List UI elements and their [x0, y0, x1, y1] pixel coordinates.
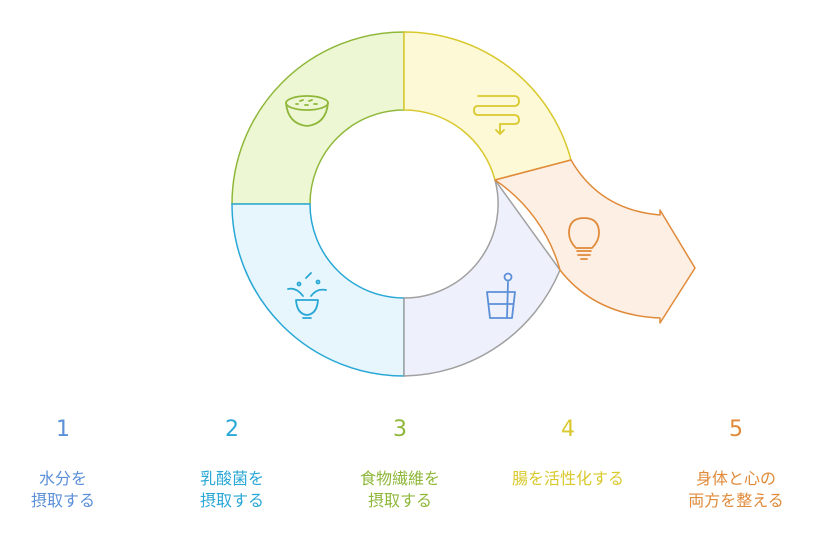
- step-3: 3 食物繊維を 摂取する: [325, 412, 475, 512]
- step-4-label: 腸を活性化する: [511, 469, 624, 488]
- lightbulb-icon: [568, 217, 600, 260]
- step-1-label: 水分を 摂取する: [30, 469, 95, 510]
- step-5-number: 5: [729, 417, 743, 442]
- segment-orange-arrow: [494, 159, 696, 324]
- segment-gray: [403, 179, 561, 377]
- step-5-label: 身体と心の 両方を整える: [688, 469, 784, 510]
- step-3-label: 食物繊維を 摂取する: [359, 469, 440, 510]
- step-2-label: 乳酸菌を 摂取する: [199, 469, 264, 510]
- step-1-number: 1: [56, 417, 70, 442]
- step-3-number: 3: [393, 417, 407, 442]
- step-2-number: 2: [225, 417, 239, 442]
- water-glass-icon: [486, 272, 516, 319]
- step-1: 1 水分を 摂取する: [0, 412, 138, 512]
- rice-bowl-icon: [285, 95, 329, 127]
- step-4-number: 4: [561, 417, 575, 442]
- segment-green: [231, 31, 405, 205]
- yogurt-bowl-icon: [287, 272, 327, 319]
- step-5: 5 身体と心の 両方を整える: [661, 412, 811, 512]
- intestine-icon: [473, 95, 520, 135]
- step-2: 2 乳酸菌を 摂取する: [157, 412, 307, 512]
- step-4: 4 腸を活性化する: [493, 412, 643, 490]
